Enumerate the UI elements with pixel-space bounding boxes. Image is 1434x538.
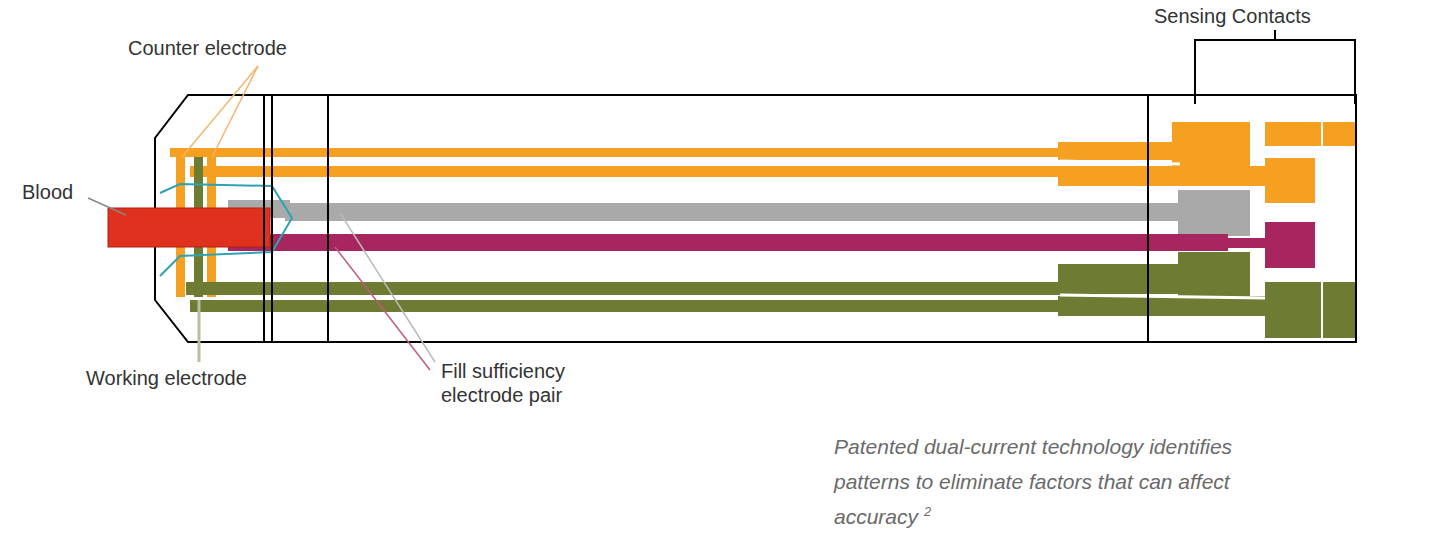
- part-label: Fill sufficiency electrode pair: [441, 359, 616, 407]
- counter-electrode-traces: [170, 122, 1355, 297]
- blood-sample: [108, 208, 270, 247]
- layer-lines: [264, 95, 1148, 342]
- part-label: Blood: [22, 180, 112, 204]
- strip-outline: [155, 95, 1356, 342]
- footnote-number: 2: [924, 504, 931, 519]
- part-label: Sensing Contacts: [1154, 4, 1394, 28]
- fill-sufficiency-trace: [228, 190, 1250, 236]
- caption-block: Patented dual-current technology identif…: [834, 429, 1234, 534]
- caption: Patented dual-current technology identif…: [834, 435, 1232, 528]
- part-label: Working electrode: [86, 366, 346, 390]
- fill-sufficiency-trace: [228, 222, 1315, 268]
- part-label: Counter electrode: [128, 36, 368, 60]
- leader-lines: [88, 66, 435, 370]
- bracket: [1195, 30, 1355, 104]
